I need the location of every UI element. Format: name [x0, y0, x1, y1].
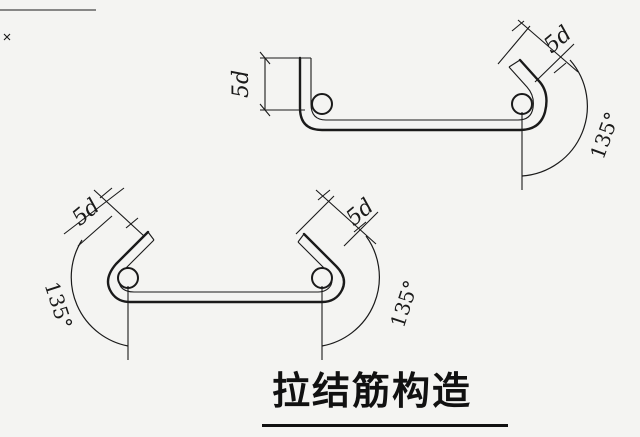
bottom-tie-bar: 5d 5d 135° 135°: [40, 187, 423, 360]
bottom-left-dim-line: [63, 187, 145, 247]
bottom-right-dim-label: 5d: [341, 194, 379, 231]
bottom-left-angle-arc: [70, 239, 129, 347]
top-right-longitudinal-bar: [511, 93, 533, 115]
top-bar-inner: [310, 58, 534, 121]
corner-fragment: [0, 9, 96, 41]
figure-caption: 拉结筋构造: [272, 369, 473, 413]
top-angle-label: 135°: [585, 109, 624, 162]
bottom-bar-inner: [118, 239, 333, 293]
top-bar-outline: [298, 56, 548, 132]
bottom-left-longitudinal-bar: [117, 267, 139, 289]
bottom-bar-outline: [106, 230, 346, 304]
bottom-right-longitudinal-bar: [311, 267, 333, 289]
top-hook-dim-line: [497, 19, 579, 83]
top-left-longitudinal-bar: [311, 93, 333, 115]
bottom-right-angle-label: 135°: [385, 277, 423, 330]
top-tie-bar: 5d 5d 135°: [229, 19, 624, 190]
top-angle-arc: [521, 59, 588, 177]
bottom-left-dim-label: 5d: [67, 194, 105, 231]
bottom-bar-ends: [147, 231, 305, 243]
bottom-right-dim-line: [295, 189, 379, 247]
caption-underline: [262, 424, 508, 427]
top-bar-end: [300, 57, 521, 68]
top-vertical-dim-line: [259, 51, 305, 117]
bottom-right-angle-arc: [321, 235, 380, 347]
top-hook-dim-label: 5d: [539, 21, 577, 58]
top-vertical-dim-label: 5d: [229, 70, 254, 98]
